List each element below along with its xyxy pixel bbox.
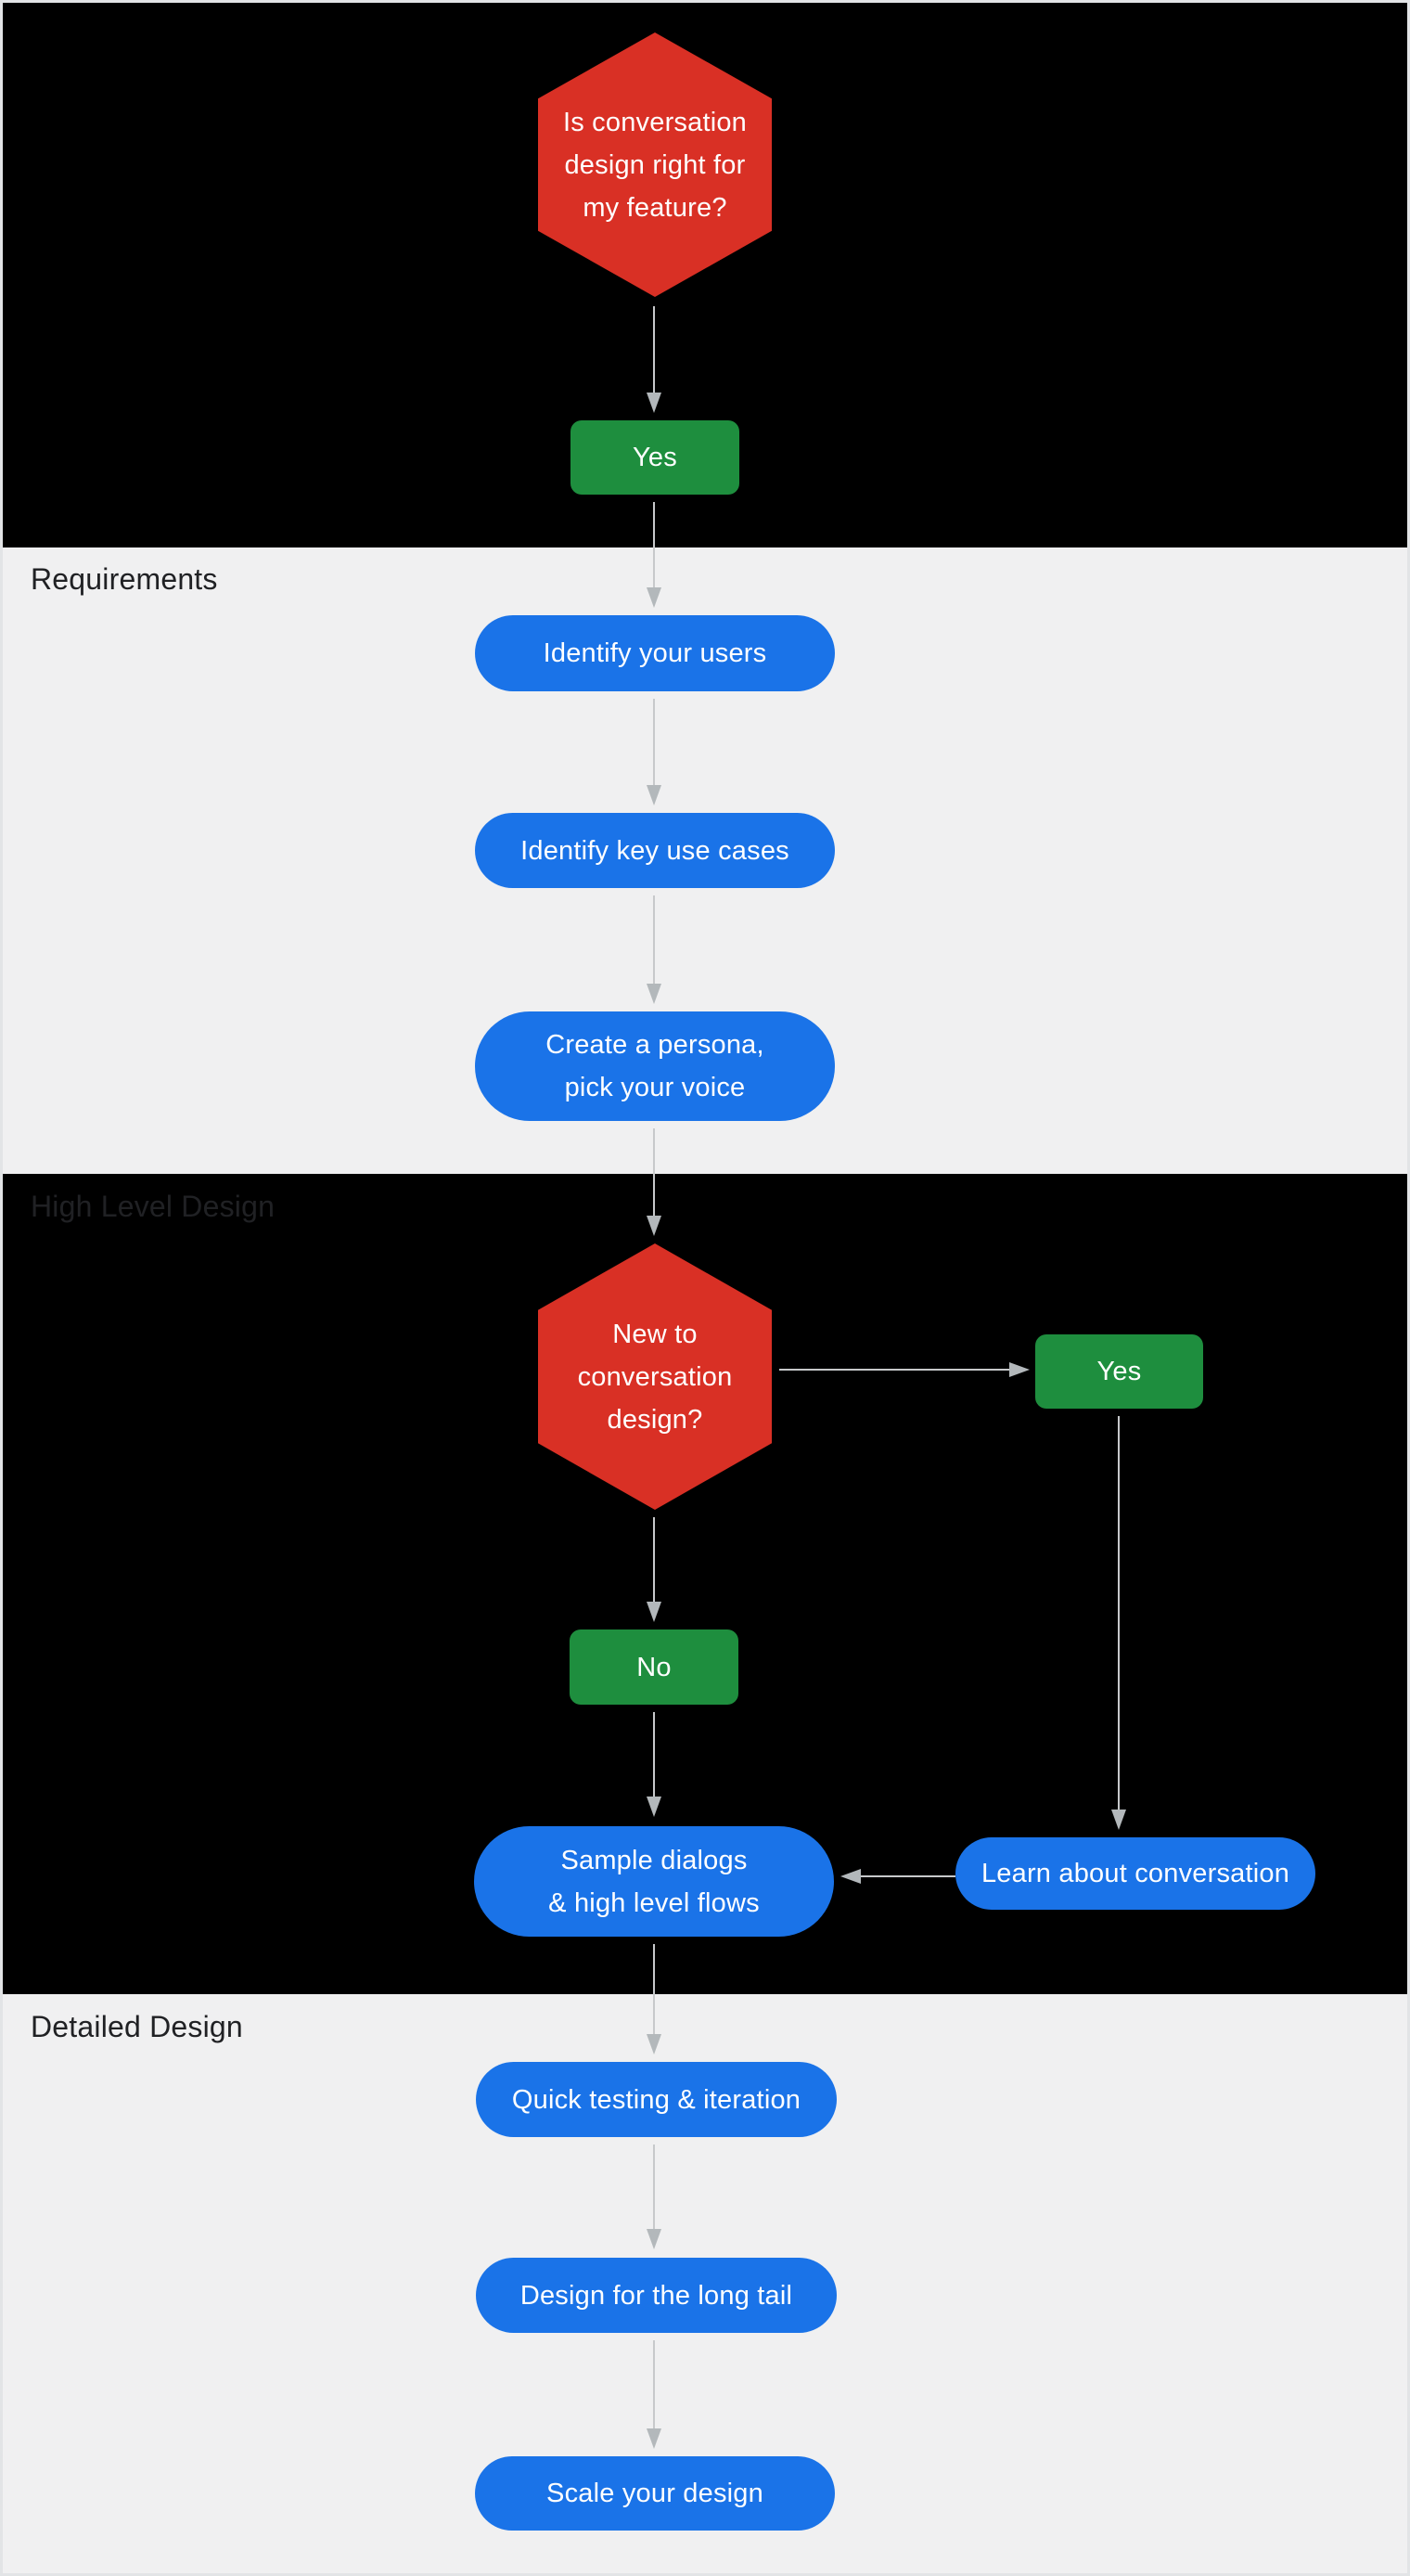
- section-label-detailed-design: Detailed Design: [31, 2010, 243, 2043]
- process-design-long-tail: Design for the long tail: [476, 2258, 837, 2333]
- connector-line: [779, 1369, 1009, 1371]
- connector-line: [653, 1517, 655, 1602]
- arrow-down-icon: [647, 2428, 661, 2449]
- connector-line: [653, 699, 655, 785]
- process-identify-key-use-cases: Identify key use cases: [475, 813, 835, 888]
- arrow-down-icon: [1111, 1810, 1126, 1830]
- answer-yes-2: Yes: [1035, 1334, 1203, 1409]
- arrow-down-icon: [647, 785, 661, 805]
- section-label-high-level-design: High Level Design: [31, 1190, 276, 1223]
- process-quick-testing: Quick testing & iteration: [476, 2062, 837, 2137]
- connector-line: [653, 1128, 655, 1216]
- arrow-down-icon: [647, 393, 661, 413]
- arrow-down-icon: [647, 1797, 661, 1817]
- section-label-requirements: Requirements: [31, 562, 218, 596]
- process-sample-dialogs: Sample dialogs & high level flows: [474, 1826, 834, 1937]
- process-scale-your-design: Scale your design: [475, 2456, 835, 2531]
- connector-line: [653, 306, 655, 393]
- connector-line: [653, 502, 655, 587]
- answer-no: No: [570, 1629, 738, 1705]
- arrow-down-icon: [647, 587, 661, 608]
- arrow-left-icon: [840, 1869, 861, 1884]
- decision-is-conversation-design-right: Is conversation design right for my feat…: [538, 32, 772, 297]
- arrow-down-icon: [647, 1602, 661, 1622]
- connector-line: [1118, 1416, 1120, 1810]
- connector-line: [861, 1875, 955, 1877]
- connector-line: [653, 2145, 655, 2229]
- connector-line: [653, 2340, 655, 2428]
- arrow-down-icon: [647, 1216, 661, 1236]
- connector-line: [653, 895, 655, 984]
- arrow-right-icon: [1009, 1362, 1030, 1377]
- arrow-down-icon: [647, 2229, 661, 2249]
- arrow-down-icon: [647, 2034, 661, 2054]
- process-identify-your-users: Identify your users: [475, 615, 835, 691]
- process-learn-about-conversation: Learn about conversation: [955, 1837, 1315, 1910]
- connector-line: [653, 1712, 655, 1797]
- process-create-a-persona: Create a persona, pick your voice: [475, 1011, 835, 1121]
- arrow-down-icon: [647, 984, 661, 1004]
- decision-new-to-conversation-design: New to conversation design?: [538, 1243, 772, 1510]
- answer-yes-1: Yes: [570, 420, 739, 495]
- connector-line: [653, 1944, 655, 2034]
